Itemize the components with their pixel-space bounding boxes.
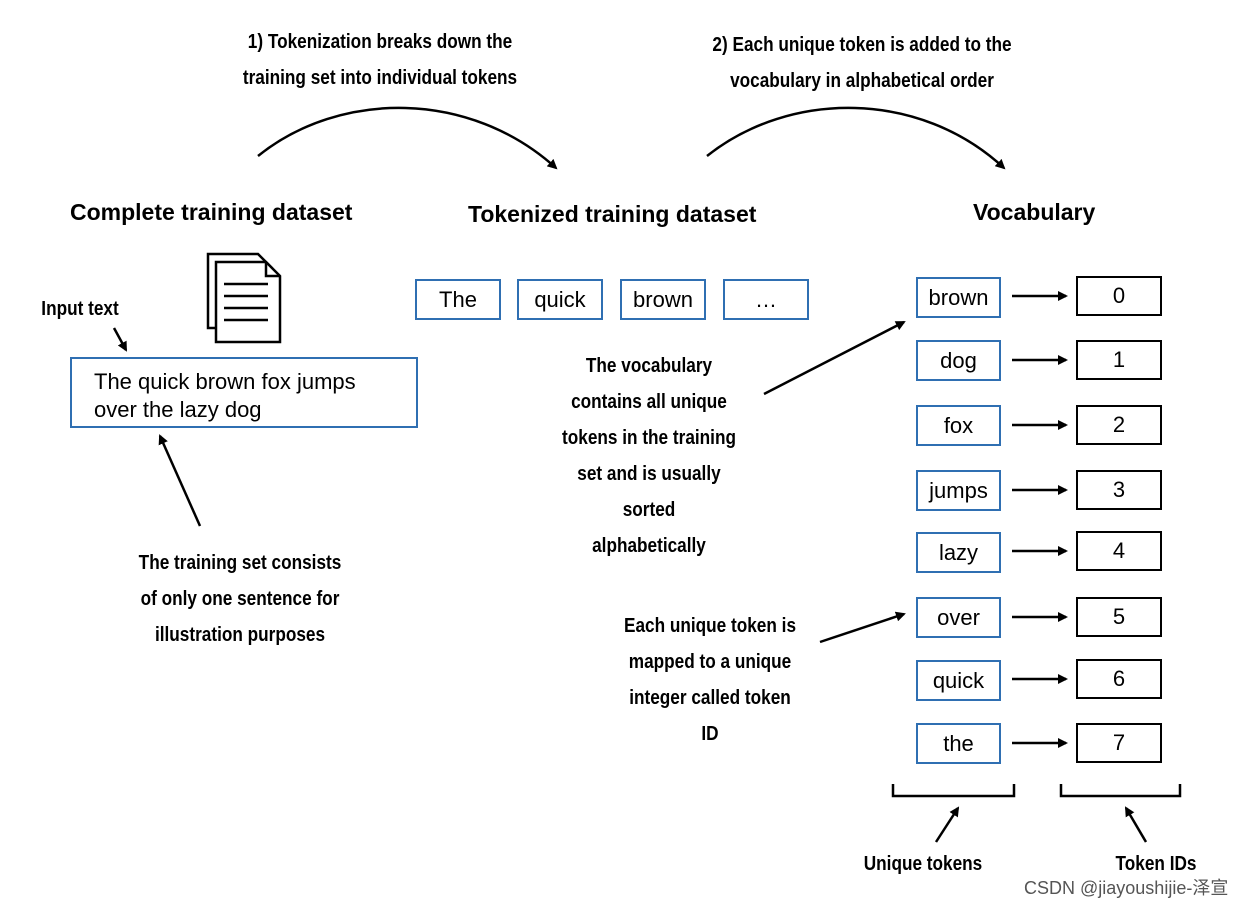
unique-tokens-bracket <box>891 784 1016 798</box>
watermark-text: CSDN @jiayoushijie-泽宣 <box>1024 878 1229 898</box>
token-id-note: Each unique token is mapped to a unique … <box>623 615 797 745</box>
token-box-ellipsis: … <box>723 279 809 320</box>
id-note-arrow <box>819 611 906 644</box>
vocab-token-box: quick <box>916 660 1001 701</box>
unique-tokens-arrow <box>934 806 960 843</box>
input-text-label: Input text <box>41 298 119 320</box>
token-id-box: 4 <box>1076 531 1162 571</box>
vocabulary-heading: Vocabulary <box>973 199 1096 225</box>
step2-curved-arrow <box>706 106 1006 170</box>
token-box: quick <box>517 279 603 320</box>
token-id-box: 7 <box>1076 723 1162 763</box>
vocabulary-note: The vocabulary contains all unique token… <box>562 355 736 557</box>
vocab-token-box: the <box>916 723 1001 764</box>
vocab-token-box: lazy <box>916 532 1001 573</box>
token-id-box: 3 <box>1076 470 1162 510</box>
vocab-token-box: over <box>916 597 1001 638</box>
input-text-line2: over the lazy dog <box>94 397 262 422</box>
token-ids-label: Token IDs <box>1115 853 1197 875</box>
token-box: The <box>415 279 501 320</box>
vocab-token-box: dog <box>916 340 1001 381</box>
complete-dataset-heading: Complete training dataset <box>70 199 353 225</box>
mapping-arrows <box>1012 291 1068 748</box>
training-note-arrow <box>158 434 202 527</box>
token-ids-arrow <box>1124 806 1148 843</box>
input-text-line1: The quick brown fox jumps <box>94 369 356 394</box>
tokenized-dataset-heading: Tokenized training dataset <box>468 201 757 227</box>
token-id-box: 2 <box>1076 405 1162 445</box>
vocab-token-box: fox <box>916 405 1001 446</box>
unique-tokens-label: Unique tokens <box>863 853 983 875</box>
input-text-arrow <box>112 327 128 352</box>
token-id-box: 1 <box>1076 340 1162 380</box>
token-ids-bracket <box>1059 784 1182 798</box>
step2-caption: 2) Each unique token is added to the voc… <box>712 34 1012 92</box>
token-box: brown <box>620 279 706 320</box>
vocab-token-box: brown <box>916 277 1001 318</box>
token-id-box: 6 <box>1076 659 1162 699</box>
token-id-box: 5 <box>1076 597 1162 637</box>
vocab-token-box: jumps <box>916 470 1001 511</box>
step1-caption: 1) Tokenization breaks down the training… <box>242 31 518 89</box>
input-text-box: The quick brown fox jumps over the lazy … <box>70 357 418 428</box>
training-set-note: The training set consists of only one se… <box>138 552 342 646</box>
token-id-box: 0 <box>1076 276 1162 316</box>
vocab-note-arrow <box>763 320 906 396</box>
document-icon <box>206 252 282 344</box>
step1-curved-arrow <box>257 106 558 170</box>
